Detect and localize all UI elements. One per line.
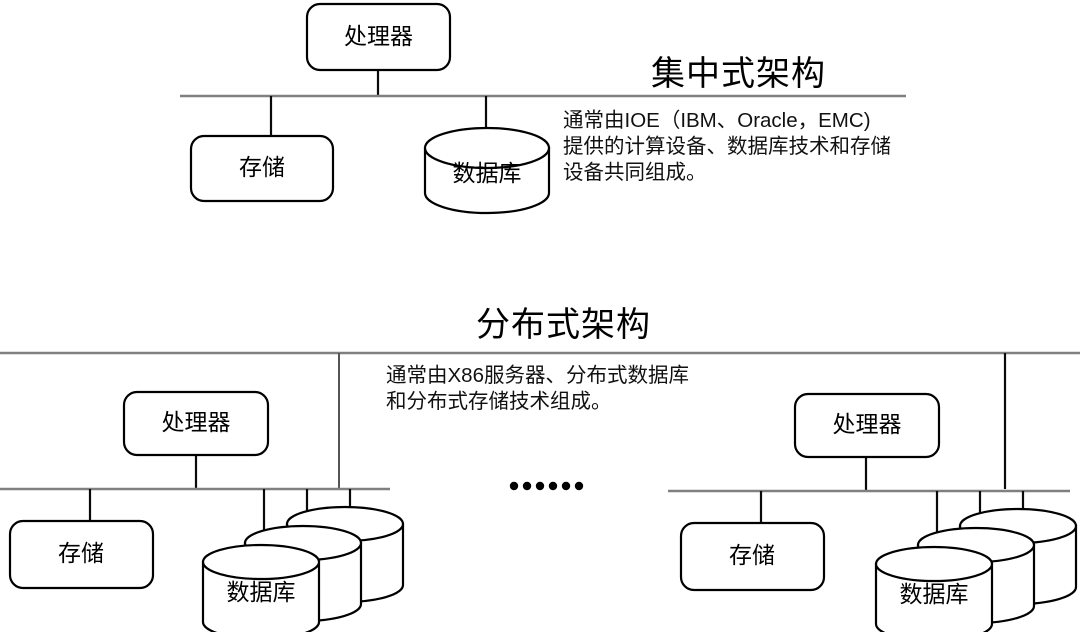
cluster-right-distributed: 处理器 存储 数据库 <box>668 392 1078 632</box>
node-storage-centralized <box>189 134 335 203</box>
title-distributed-architecture: 分布式架构 <box>476 306 651 344</box>
node-database-front-right: 数据库 <box>874 545 994 632</box>
description-distributed-architecture: 通常由X86服务器、分布式数据库 和分布式存储技术组成。 <box>386 364 689 413</box>
node-database-front-left: 数据库 <box>201 543 321 632</box>
node-processor-left <box>122 390 270 457</box>
node-database-right-label: 数据库 <box>900 581 969 607</box>
node-storage-left-label: 存储 <box>58 540 104 566</box>
node-storage-left <box>8 519 155 590</box>
node-processor-right <box>793 392 941 459</box>
node-storage-right <box>679 521 826 592</box>
title-centralized-architecture: 集中式架构 <box>651 55 826 93</box>
node-processor-right-label: 处理器 <box>833 411 902 437</box>
node-database-centralized: 数据库 <box>423 126 551 215</box>
node-processor-left-label: 处理器 <box>162 409 231 435</box>
description-centralized-architecture: 通常由IOE（IBM、Oracle，EMC) 提供的计算设备、数据库技术和存储 … <box>563 109 891 184</box>
node-processor-centralized-label: 处理器 <box>344 23 413 49</box>
node-processor-centralized <box>305 2 452 72</box>
node-storage-right-label: 存储 <box>729 542 775 568</box>
node-database-centralized-label: 数据库 <box>453 160 522 186</box>
node-database-left-label: 数据库 <box>227 579 296 605</box>
node-storage-centralized-label: 存储 <box>239 154 285 180</box>
cluster-left-distributed: 处理器 存储 数据库 <box>0 390 405 632</box>
cluster-ellipsis <box>509 481 584 491</box>
